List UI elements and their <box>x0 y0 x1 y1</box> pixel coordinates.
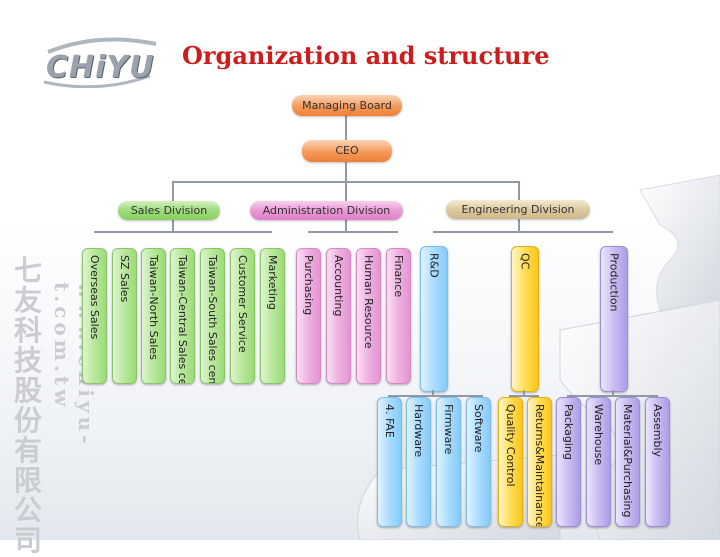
engineering-division-box: Engineering Division <box>446 200 590 219</box>
ceo-box: CEO <box>302 140 392 162</box>
production-subunit-box: Warehouse <box>586 397 611 527</box>
managing-board-label: Managing Board <box>302 99 392 112</box>
sales-unit-label: SZ Sales <box>118 255 131 302</box>
production-subunit-box: Assembly <box>645 397 670 527</box>
qc-subunit-label: Returns&Maintainance <box>533 404 546 527</box>
company-logo: CHiYU <box>38 36 163 88</box>
connector <box>518 181 520 200</box>
admin-unit-box: Finance <box>386 248 411 384</box>
qc-group-label: QC <box>519 253 532 269</box>
connector <box>308 231 398 233</box>
rd-subunit-box: Hardware <box>406 397 431 527</box>
logo-text: CHiYU <box>46 50 155 85</box>
page-title: Organization and structure <box>182 41 550 70</box>
qc-subunit-label: Quality Control <box>504 404 517 487</box>
rd-subunit-label: Hardware <box>412 404 425 457</box>
admin-unit-box: Human Resource <box>356 248 381 384</box>
sales-unit-box: Marketing <box>260 248 285 384</box>
engineering-division-label: Engineering Division <box>461 203 574 216</box>
qc-subunit-box: Returns&Maintainance <box>527 397 552 527</box>
sales-unit-label: Marketing <box>266 255 279 310</box>
rd-subunit-label: Software <box>472 404 485 453</box>
rd-subunit-box: Software <box>466 397 491 527</box>
sales-unit-box: Overseas Sales <box>82 248 107 384</box>
company-name-watermark: 七友科技股份有限公司 <box>14 256 46 556</box>
production-subunit-label: Warehouse <box>592 404 605 465</box>
administration-division-box: Administration Division <box>250 201 403 220</box>
admin-unit-label: Purchasing <box>302 255 315 315</box>
sales-division-box: Sales Division <box>118 201 220 220</box>
administration-division-label: Administration Division <box>263 204 391 217</box>
ceo-label: CEO <box>335 144 358 157</box>
production-subunit-label: Assembly <box>651 404 664 457</box>
connector <box>345 162 347 182</box>
production-subunit-label: Material&Purchasing <box>621 404 634 517</box>
qc-group-box: QC <box>511 246 539 392</box>
sales-unit-box: Customer Service <box>230 248 255 384</box>
rd-group-box: R&D <box>420 246 448 392</box>
sales-unit-box: Taiwan-Central Sales center <box>170 248 195 384</box>
connector <box>345 116 347 140</box>
sales-unit-label: Taiwan-North Sales <box>147 255 160 360</box>
admin-unit-label: Finance <box>392 255 405 297</box>
rd-subunit-box: Firmware <box>436 397 461 527</box>
rd-subunit-box: 4. FAE <box>377 397 402 527</box>
sales-unit-label: Taiwan-South Sales center <box>206 255 219 384</box>
sales-unit-label: Customer Service <box>236 255 249 353</box>
sales-unit-label: Overseas Sales <box>88 255 101 339</box>
sales-unit-box: Taiwan-North Sales <box>141 248 166 384</box>
connector <box>345 181 347 201</box>
rd-group-label: R&D <box>428 253 441 278</box>
connector <box>172 181 174 201</box>
admin-unit-box: Purchasing <box>296 248 321 384</box>
connector <box>567 395 658 397</box>
connector <box>433 231 613 233</box>
sales-unit-box: SZ Sales <box>112 248 137 384</box>
sales-division-label: Sales Division <box>131 204 207 217</box>
admin-unit-box: Accounting <box>326 248 351 384</box>
production-subunit-box: Packaging <box>556 397 581 527</box>
puzzle-piece-top-right <box>640 175 720 310</box>
qc-subunit-box: Quality Control <box>498 397 523 527</box>
production-group-label: Production <box>608 253 621 312</box>
puzzle-piece-right <box>560 300 720 540</box>
sales-unit-box: Taiwan-South Sales center <box>200 248 225 384</box>
production-group-box: Production <box>600 246 628 392</box>
admin-unit-label: Accounting <box>332 255 345 316</box>
sales-unit-label: Taiwan-Central Sales center <box>176 255 189 384</box>
admin-unit-label: Human Resource <box>362 255 375 349</box>
production-subunit-box: Material&Purchasing <box>615 397 640 527</box>
production-subunit-label: Packaging <box>562 404 575 460</box>
rd-subunit-label: Firmware <box>442 404 455 454</box>
connector <box>94 231 272 233</box>
rd-subunit-label: 4. FAE <box>383 404 396 438</box>
managing-board-box: Managing Board <box>292 95 402 116</box>
